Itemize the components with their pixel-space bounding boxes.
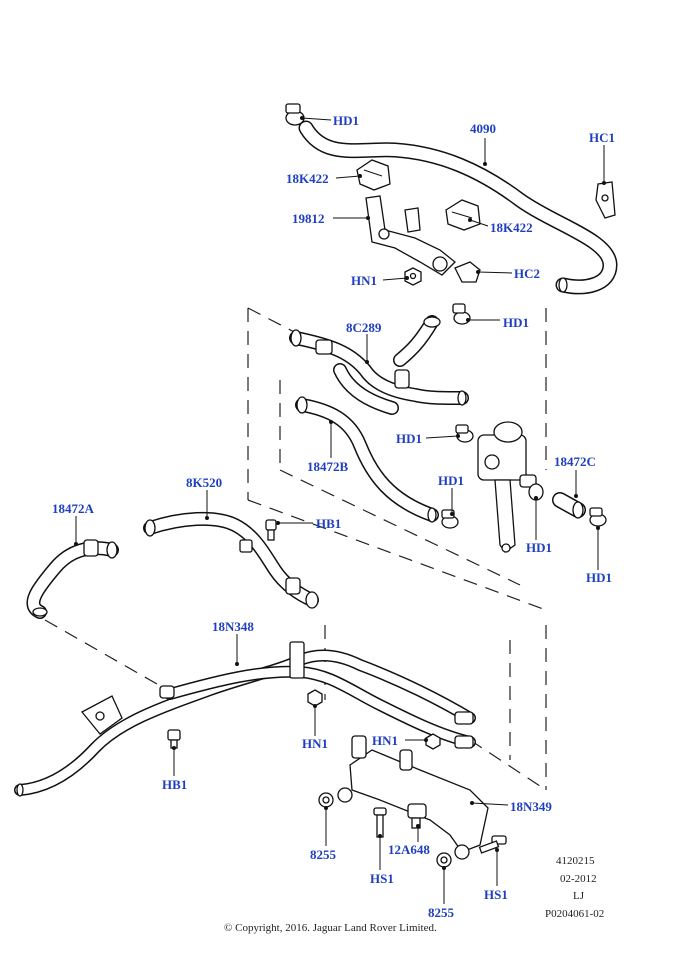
callout-hd1-valve: HD1 — [438, 473, 464, 488]
callout-hd1-left: HD1 — [396, 431, 422, 446]
callout-hd1-b1: HD1 — [526, 540, 552, 555]
bracket-19812 — [365, 195, 456, 276]
hose-18472b — [295, 396, 439, 523]
callout-8255-left: 8255 — [310, 847, 337, 862]
callout-12a648: 12A648 — [388, 842, 430, 857]
bolt-hs1-left — [373, 807, 387, 838]
clip-18k422-left — [356, 159, 391, 191]
callout-hb1-bottom: HB1 — [162, 777, 187, 792]
callout-hd1-top: HD1 — [333, 113, 359, 128]
hose-8k520 — [143, 511, 319, 609]
bolt-hs1-right — [478, 835, 507, 854]
callout-hc1: HC1 — [589, 130, 615, 145]
sensor-12a648 — [407, 803, 427, 829]
hose-clip-hd1-valve — [441, 509, 459, 529]
nut-hn1-top — [404, 267, 422, 286]
bleed-screw-hb1-top — [265, 519, 277, 541]
ref-date: 02-2012 — [560, 873, 597, 885]
bleed-screw-hb1-bottom — [167, 729, 181, 749]
reference-info: 4120215 02-2012 LJ P0204061-02 © Copyrig… — [224, 855, 604, 934]
copyright-notice: © Copyright, 2016. Jaguar Land Rover Lim… — [224, 922, 437, 934]
hose-18472a — [26, 539, 119, 619]
callout-18472a: 18472A — [52, 501, 95, 516]
ref-number: 4120215 — [556, 855, 595, 867]
callout-hd1-mid: HD1 — [503, 315, 529, 330]
hose-18472c — [552, 492, 586, 519]
callout-hs1-right: HS1 — [484, 887, 508, 902]
callout-4090: 4090 — [470, 121, 496, 136]
hose-4090 — [298, 120, 618, 295]
nut-hn1-right — [425, 733, 441, 750]
callout-8k520: 8K520 — [186, 475, 222, 490]
callout-hn1-mid: HN1 — [302, 736, 328, 751]
gasket-8255-left — [318, 792, 334, 808]
callout-hb1-top: HB1 — [316, 516, 341, 531]
callout-hd1-b2: HD1 — [586, 570, 612, 585]
tube-18n348 — [14, 641, 476, 797]
callout-18n349: 18N349 — [510, 799, 552, 814]
coolant-valve — [477, 421, 537, 553]
clip-hc2 — [454, 261, 481, 283]
callout-18k422-right: 18K422 — [490, 220, 533, 235]
clip-18k422-right — [445, 199, 481, 231]
callout-labels: HD1 4090 HC1 18K422 19812 18K422 HN1 HC2… — [52, 113, 615, 920]
tube-18n349 — [337, 735, 489, 860]
leader-lines — [74, 116, 606, 904]
hose-clip-hd1-top — [285, 103, 305, 126]
callout-hc2: HC2 — [514, 266, 540, 281]
ref-initials: LJ — [573, 890, 585, 902]
hose-clip-hd1-b2 — [589, 507, 607, 527]
assembly-guide-lines — [44, 307, 547, 791]
callout-18472b: 18472B — [307, 459, 349, 474]
tube-8c289 — [289, 315, 469, 415]
callout-19812: 19812 — [292, 211, 325, 226]
callout-hn1-right: HN1 — [372, 733, 398, 748]
callout-18n348: 18N348 — [212, 619, 254, 634]
hose-clip-hd1-mid — [452, 303, 471, 325]
nut-hn1-mid — [307, 689, 323, 707]
callout-18k422-left: 18K422 — [286, 171, 329, 186]
callout-8255-bottom: 8255 — [428, 905, 455, 920]
callout-8c289: 8C289 — [346, 320, 382, 335]
callout-hn1-top: HN1 — [351, 273, 377, 288]
hose-clip-hd1-left — [455, 424, 474, 443]
hose-clip-hc1 — [595, 181, 616, 219]
callout-18472c: 18472C — [554, 454, 596, 469]
gasket-8255-bottom — [436, 852, 452, 868]
callout-hs1-left: HS1 — [370, 871, 394, 886]
ref-part-code: P0204061-02 — [545, 908, 604, 920]
